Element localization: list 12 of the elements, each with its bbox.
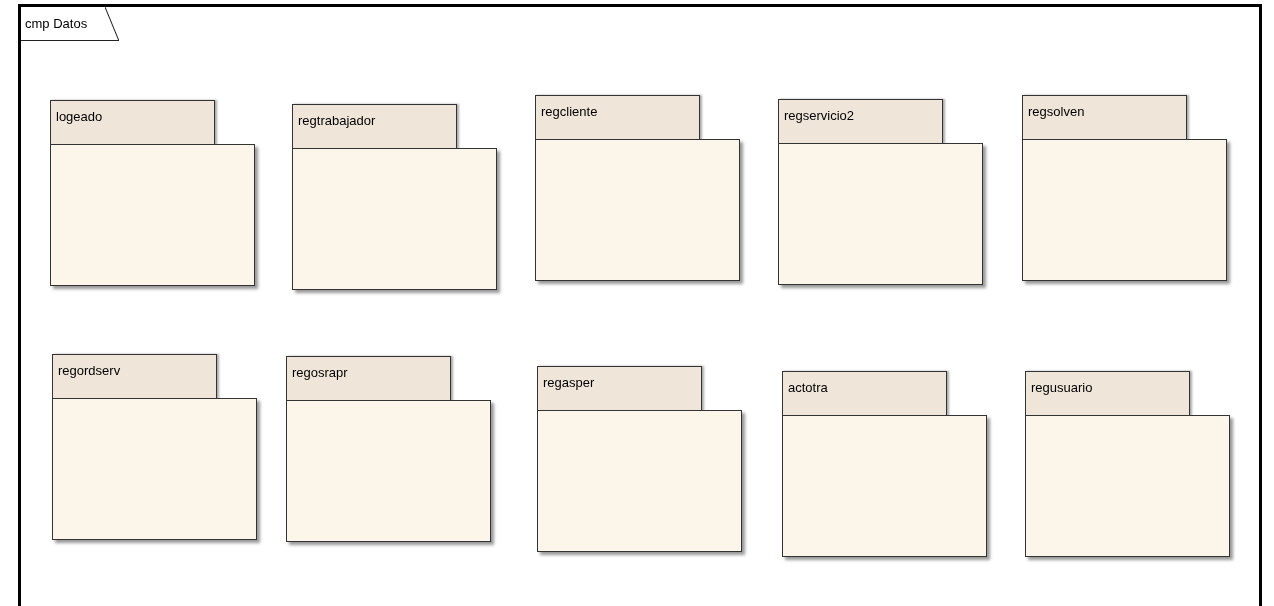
- package-tab: regsolven: [1022, 95, 1187, 140]
- package-tab: regosrapr: [286, 356, 451, 401]
- frame-tab: cmp Datos: [21, 7, 119, 41]
- diagram-frame: [18, 4, 1262, 606]
- package-tab: logeado: [50, 100, 215, 145]
- package-tab: regtrabajador: [292, 104, 457, 149]
- package-tab: regusuario: [1025, 371, 1190, 416]
- package-tab: regasper: [537, 366, 702, 411]
- package-tab: regservicio2: [778, 99, 943, 144]
- package-tab: regcliente: [535, 95, 700, 140]
- package-tab: actotra: [782, 371, 947, 416]
- package-tab: regordserv: [52, 354, 217, 399]
